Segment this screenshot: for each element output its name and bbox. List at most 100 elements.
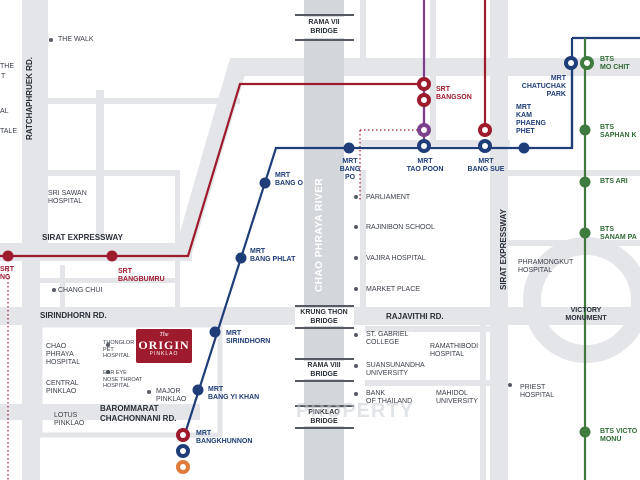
station-ari <box>579 176 591 188</box>
road-label-rajavithi: RAJAVITHI RD. <box>386 312 444 321</box>
station-bang-o <box>259 177 271 189</box>
road-label-sirindhorn: SIRINDHORN RD. <box>40 311 107 320</box>
station-mo-chit-cluster <box>564 56 594 70</box>
bridge-label-pinklao: PINKLAO <box>308 409 340 416</box>
road-label-chachonnani: CHACHONNANI RD. <box>100 414 177 423</box>
road-label-ratchaphruek: RATCHAPHRUEK RD. <box>25 57 34 140</box>
station-bang-po <box>343 142 355 154</box>
station-bang-sue-cluster <box>478 123 492 153</box>
road-inner-3 <box>40 278 180 283</box>
bridge-boxes <box>295 17 354 426</box>
bridge-label-rama8: RAMA VIII <box>307 362 341 369</box>
road-inner-4 <box>60 265 65 315</box>
fragment-label: AL <box>0 108 9 115</box>
chao-phraya-river <box>304 0 344 480</box>
road-east-2 <box>508 170 640 176</box>
station-bangson-cluster <box>417 77 431 107</box>
road-east-8 <box>365 326 490 332</box>
station-bangkhunnon-cluster <box>176 428 190 474</box>
road-inner-5 <box>175 175 180 310</box>
fragment-label: TALE <box>0 128 17 135</box>
station-bang-phlat <box>235 252 247 264</box>
road-east-3 <box>360 170 366 310</box>
landmark-vajira: VAJIRA HOSPITAL <box>366 255 426 262</box>
bridge-label-krungthon: KRUNG THON <box>300 309 348 316</box>
station-victory <box>579 426 591 438</box>
road-east-4 <box>430 0 436 140</box>
watermark: PROPERTY <box>296 400 415 422</box>
bridges <box>295 14 354 429</box>
bridge-label-rama8-2: BRIDGE <box>310 371 338 378</box>
fragment-label: T <box>1 73 6 80</box>
road-east-6 <box>480 320 486 480</box>
station-markers <box>2 56 594 474</box>
station-sirindhorn <box>209 326 221 338</box>
bridge-label-krungthon-2: BRIDGE <box>310 318 338 325</box>
river-label: CHAO PHRAYA RIVER <box>314 177 325 292</box>
bridge-label-rama7: RAMA VII <box>308 19 340 26</box>
road-label-sirat-east: SIRAT EXPRESSWAY <box>499 209 508 290</box>
landmark-rajinibon: RAJINIBON SCHOOL <box>366 224 435 231</box>
station-bang-yi-khan <box>192 384 204 396</box>
station-sanam-pao <box>579 227 591 239</box>
road-sirat-west <box>0 243 192 261</box>
landmark-parliament: PARLIAMENT <box>366 194 411 201</box>
station-left-srt <box>2 250 14 262</box>
road-left-grid-2 <box>96 90 104 240</box>
the-origin-pinklao-logo: The ORIGIN PINKLAO <box>136 329 192 363</box>
road-east-9 <box>365 380 490 386</box>
bts-label-ari: BTS ARI <box>600 178 628 185</box>
bridge-label-rama7-2: BRIDGE <box>310 28 338 35</box>
station-tao-poon-cluster <box>417 123 431 153</box>
station-saphan-khwai <box>579 124 591 136</box>
road-label-baromrat: BAROMMARAT <box>100 404 159 413</box>
road-sirat-diagonal <box>172 58 250 260</box>
planned-lines <box>7 129 427 480</box>
station-bangbumru <box>106 250 118 262</box>
bridge-label-pinklao-2: BRIDGE <box>310 418 338 425</box>
landmark-dots <box>49 38 512 396</box>
road-label-sirat-west: SIRAT EXPRESSWAY <box>42 233 123 242</box>
road-sirat-east <box>490 0 508 480</box>
road-inner-2 <box>40 170 180 176</box>
road-east-1 <box>360 140 510 146</box>
landmark-chang-chui: CHANG CHUI <box>58 287 103 294</box>
road-ratchaphruek <box>22 0 40 480</box>
station-kam-phaeng-phet <box>518 142 530 154</box>
fragment-label: THE <box>0 63 14 70</box>
road-baromrat <box>0 404 200 420</box>
road-left-grid-1 <box>40 0 48 250</box>
road-east-5 <box>360 0 366 60</box>
road-left-box <box>37 322 223 438</box>
